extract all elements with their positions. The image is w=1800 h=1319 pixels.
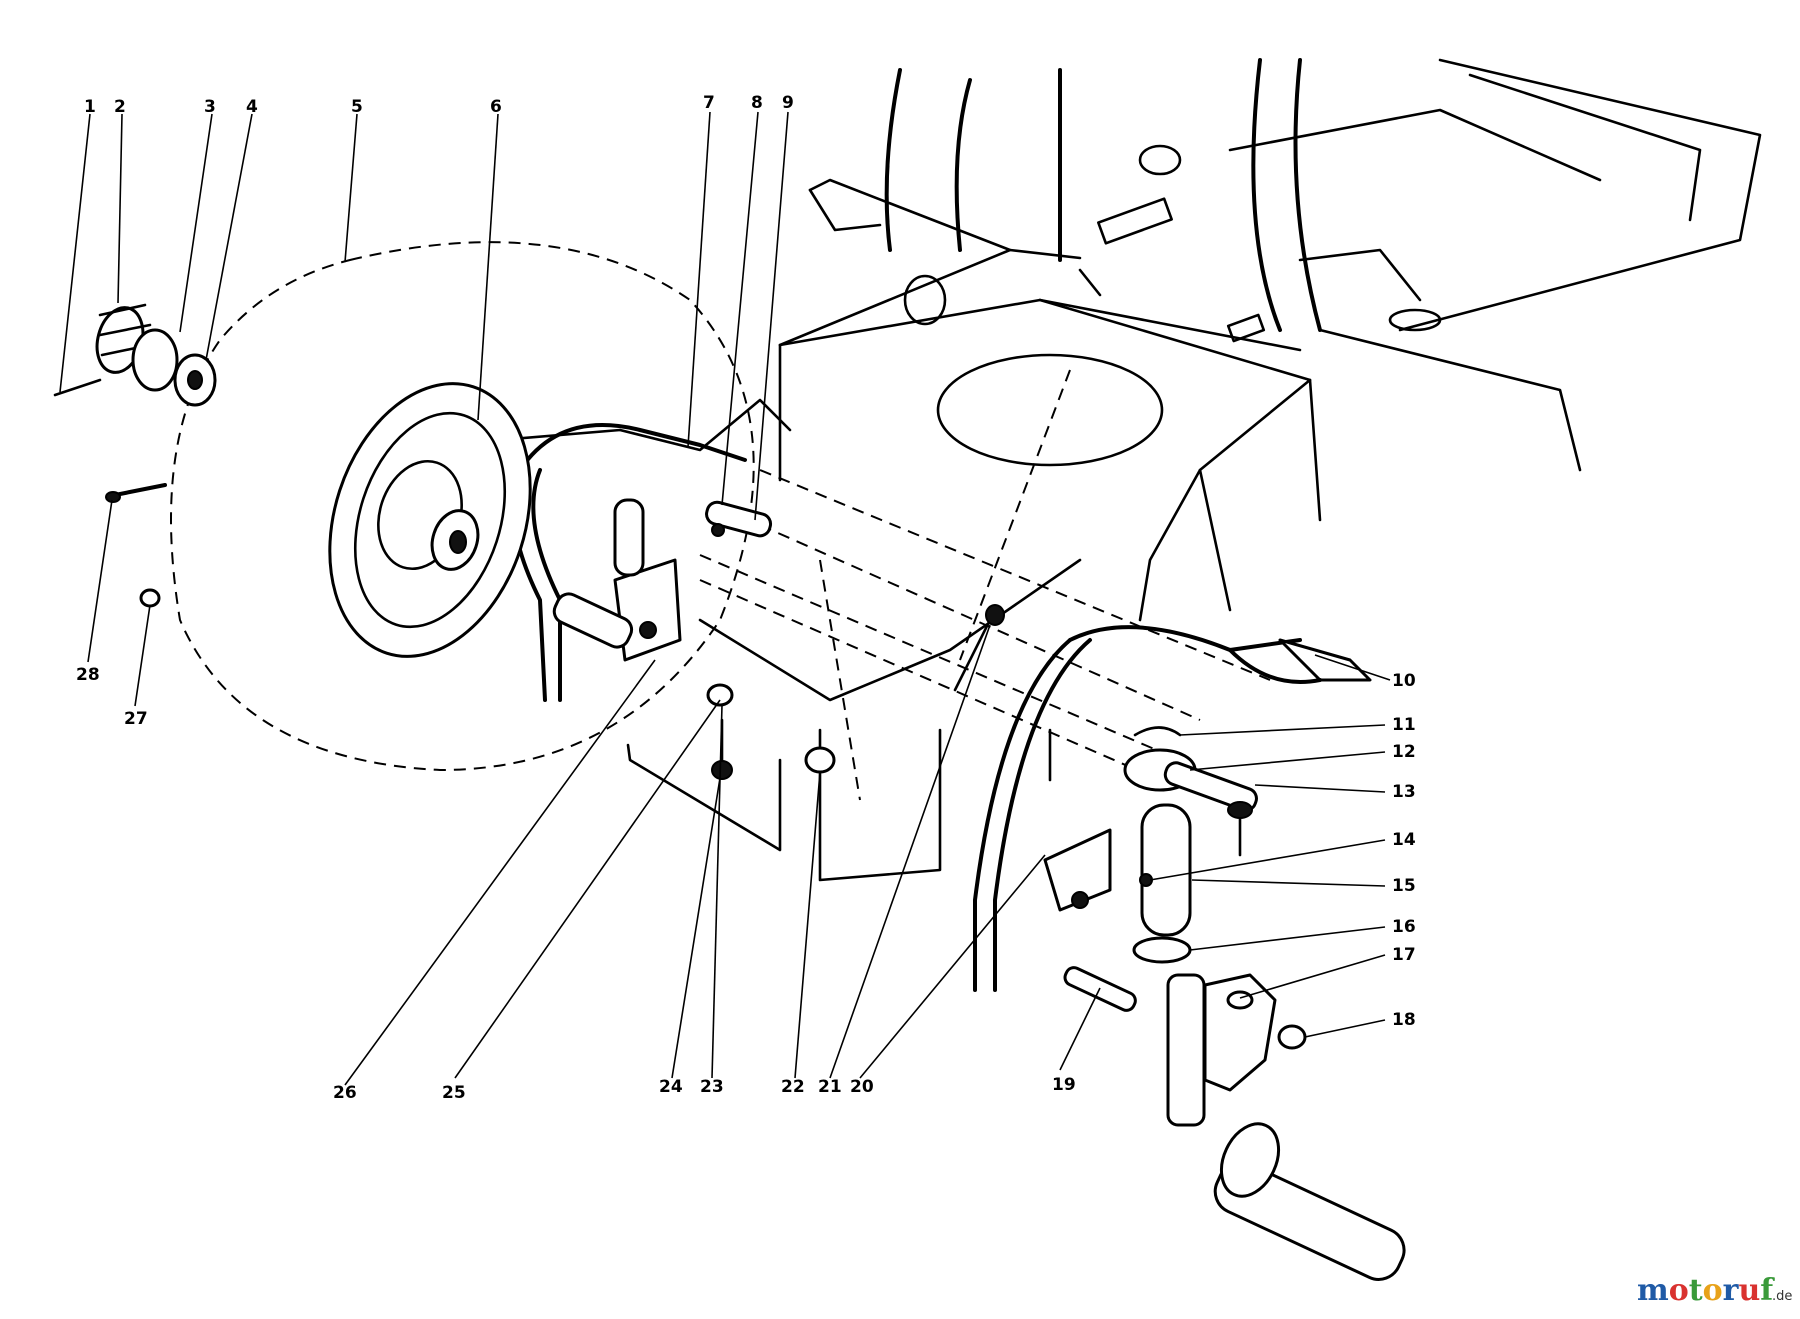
callout-24: 24 [659, 1077, 683, 1097]
callout-1: 1 [84, 97, 96, 117]
motoruf-watermark-logo: motoruf .de [1637, 1273, 1792, 1308]
callout-9: 9 [782, 93, 794, 113]
callout-5: 5 [351, 97, 363, 117]
callout-25: 25 [442, 1083, 466, 1103]
hidden-lines [699, 369, 1271, 801]
callout-6: 6 [490, 97, 502, 117]
callout-16: 16 [1392, 917, 1416, 937]
callout-20: 20 [850, 1077, 874, 1097]
callout-21: 21 [818, 1077, 842, 1097]
callout-11: 11 [1392, 715, 1416, 735]
hub-cap-group [53, 303, 217, 608]
watermark-brand: motoruf [1637, 1273, 1775, 1308]
callout-12: 12 [1392, 742, 1416, 762]
callout-4: 4 [246, 97, 258, 117]
callout-23: 23 [700, 1077, 724, 1097]
callout-22: 22 [781, 1077, 805, 1097]
callout-numbers: 1 2 3 4 5 6 7 8 9 10 11 12 13 14 15 16 1… [76, 93, 1416, 1103]
callout-27: 27 [124, 709, 148, 729]
callout-26: 26 [333, 1083, 357, 1103]
callout-14: 14 [1392, 830, 1416, 850]
tractor-frame [498, 58, 1762, 882]
callout-19: 19 [1052, 1075, 1076, 1095]
callout-17: 17 [1392, 945, 1416, 965]
front-wheel [170, 241, 755, 772]
callout-8: 8 [751, 93, 763, 113]
watermark-tld: .de [1772, 1289, 1792, 1304]
callout-3: 3 [204, 97, 216, 117]
callout-28: 28 [76, 665, 100, 685]
front-axle-assembly [511, 423, 1372, 992]
callout-15: 15 [1392, 876, 1416, 896]
callout-7: 7 [703, 93, 715, 113]
callout-2: 2 [114, 97, 126, 117]
spindle-parts [552, 268, 1406, 1281]
leader-lines [59, 111, 1391, 1086]
callout-13: 13 [1392, 782, 1416, 802]
callout-18: 18 [1392, 1010, 1416, 1030]
callout-10: 10 [1392, 671, 1416, 691]
